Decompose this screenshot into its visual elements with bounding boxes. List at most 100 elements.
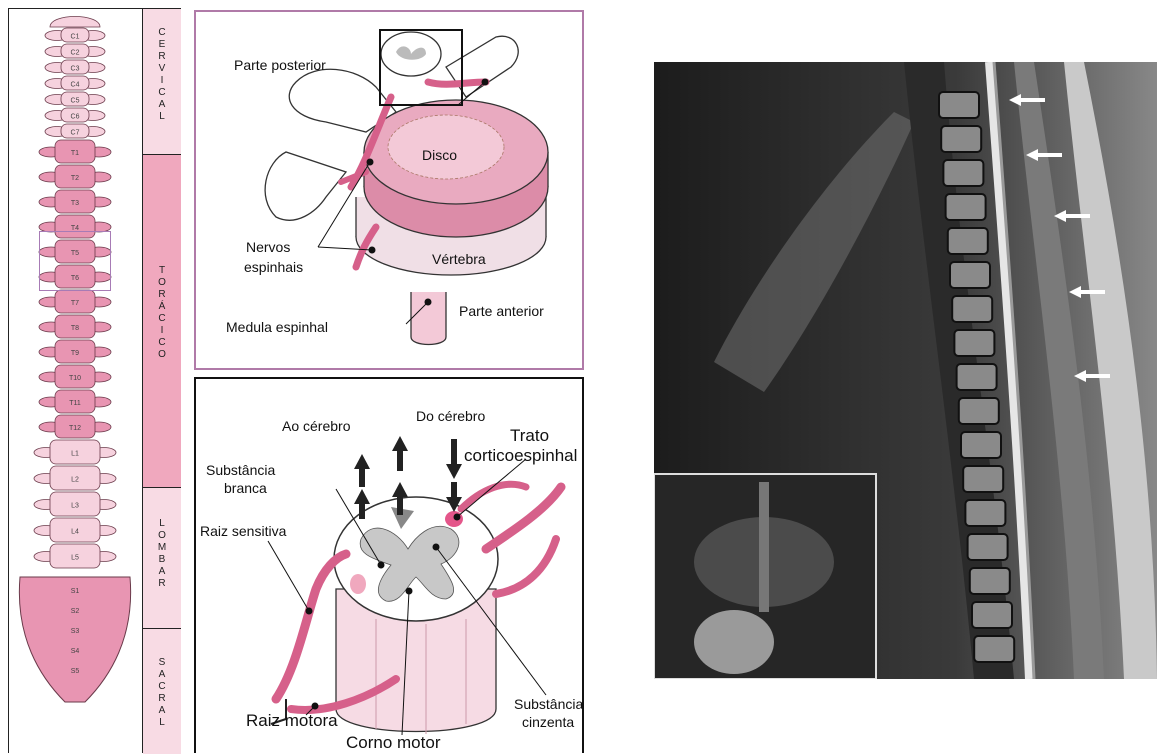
- label-anterior: Parte anterior: [459, 304, 544, 319]
- vertebra-t10: T10: [39, 365, 111, 388]
- region-thoracic: TORÁCICO: [143, 155, 181, 488]
- label-tract-line2: corticoespinhal: [464, 447, 577, 466]
- vertebra-label: C5: [71, 98, 80, 105]
- vertebra-t8: T8: [39, 315, 111, 338]
- vertebra-t9: T9: [39, 340, 111, 363]
- vertebra-t11: T11: [39, 390, 111, 413]
- mri-vertebral-body: [957, 364, 997, 390]
- vertebra-t7: T7: [39, 290, 111, 313]
- label-gray-matter-line1: Substância: [514, 697, 583, 712]
- region-letter: I: [143, 75, 181, 87]
- label-white-matter-line2: branca: [224, 481, 267, 496]
- vertebra-c5: C5: [45, 92, 105, 106]
- vertebra-t2: T2: [39, 165, 111, 188]
- region-letter: O: [143, 277, 181, 289]
- region-letter: I: [143, 325, 181, 337]
- vertebra-c4: C4: [45, 76, 105, 90]
- label-vertebra: Vértebra: [432, 252, 486, 267]
- vertebra-label: S2: [71, 608, 80, 615]
- vertebra-label: T11: [69, 400, 81, 407]
- vertebra-label: S1: [71, 588, 80, 595]
- mri-image-panel: [654, 62, 1157, 679]
- region-letter: O: [143, 530, 181, 542]
- mri-vertebral-body: [961, 432, 1001, 458]
- mri-vertebral-body: [950, 262, 990, 288]
- region-letter: C: [143, 313, 181, 325]
- region-lumbar-label: LOMBAR: [143, 518, 181, 590]
- region-letter: A: [143, 99, 181, 111]
- vertebra-label: T9: [71, 350, 79, 357]
- vertebra-label: C2: [71, 50, 80, 57]
- vertebra-label: T3: [71, 200, 79, 207]
- region-letter: V: [143, 63, 181, 75]
- label-gray-matter-line2: cinzenta: [522, 715, 574, 730]
- vertebra-c6: C6: [45, 108, 105, 122]
- vertebra-label: S4: [71, 648, 80, 655]
- region-letter: L: [143, 111, 181, 123]
- region-letter: A: [143, 705, 181, 717]
- thoracic-highlight-box: [39, 231, 111, 291]
- vertebra-diagram-panel: Parte posterior Disco Nervos espinhais V…: [194, 10, 584, 370]
- vertebra-l1: L1: [34, 440, 116, 464]
- vertebra-label: L1: [71, 451, 79, 458]
- region-letter: E: [143, 39, 181, 51]
- spinal-cord-section-panel: Ao cérebro Do cérebro Trato corticoespin…: [194, 377, 584, 753]
- label-nerves-line1: Nervos: [246, 240, 290, 255]
- label-disc: Disco: [422, 148, 457, 163]
- mri-vertebral-body: [959, 398, 999, 424]
- mri-vertebral-body: [952, 296, 992, 322]
- vertebra-label: T10: [69, 375, 81, 382]
- vertebra-c2: C2: [45, 44, 105, 58]
- region-letter: A: [143, 669, 181, 681]
- label-tract-line1: Trato: [510, 427, 549, 446]
- label-motor-root: Raiz motora: [246, 712, 338, 731]
- region-letter: Á: [143, 301, 181, 313]
- region-letter: C: [143, 337, 181, 349]
- vertebra-c3: C3: [45, 60, 105, 74]
- vertebra-label: T7: [71, 300, 79, 307]
- vertebra-label: L5: [71, 555, 79, 562]
- mri-vertebral-body: [946, 194, 986, 220]
- vertebral-column-illustration: C1C2C3C4C5C6C7T1T2T3T4T5T6T7T8T9T10T11T1…: [9, 9, 141, 754]
- mri-vertebral-body: [968, 534, 1008, 560]
- vertebra-t1: T1: [39, 140, 111, 163]
- label-from-brain: Do cérebro: [416, 409, 485, 424]
- label-motor-horn: Corno motor: [346, 734, 440, 753]
- vertebra-label: S5: [71, 668, 80, 675]
- region-letter: R: [143, 51, 181, 63]
- vertebra-l2: L2: [34, 466, 116, 490]
- mri-vertebral-body: [954, 330, 994, 356]
- region-thoracic-label: TORÁCICO: [143, 265, 181, 361]
- vertebra-label: T1: [71, 150, 79, 157]
- vertebra-label: C3: [71, 66, 80, 73]
- vertebra-label: L2: [71, 477, 79, 484]
- region-letter: C: [143, 681, 181, 693]
- mri-vertebral-body: [943, 160, 983, 186]
- vertebra-label: C6: [71, 114, 80, 121]
- region-letter: R: [143, 693, 181, 705]
- vertebra-label: S3: [71, 628, 80, 635]
- vertebra-label: T8: [71, 325, 79, 332]
- region-letter: T: [143, 265, 181, 277]
- region-letter: M: [143, 542, 181, 554]
- label-sensory-root: Raiz sensitiva: [200, 524, 286, 539]
- label-spinal-cord: Medula espinhal: [226, 320, 328, 335]
- region-letter: C: [143, 27, 181, 39]
- vertebra-l5: L5: [34, 544, 116, 568]
- vertebra-label: T2: [71, 175, 79, 182]
- mri-vertebral-body: [948, 228, 988, 254]
- label-to-brain: Ao cérebro: [282, 419, 350, 434]
- vertebra-c7: C7: [45, 124, 105, 138]
- region-letter: L: [143, 518, 181, 530]
- vertebra-l3: L3: [34, 492, 116, 516]
- skull-base: [50, 17, 100, 28]
- vertebra-t3: T3: [39, 190, 111, 213]
- label-nerves-line2: espinhais: [244, 260, 303, 275]
